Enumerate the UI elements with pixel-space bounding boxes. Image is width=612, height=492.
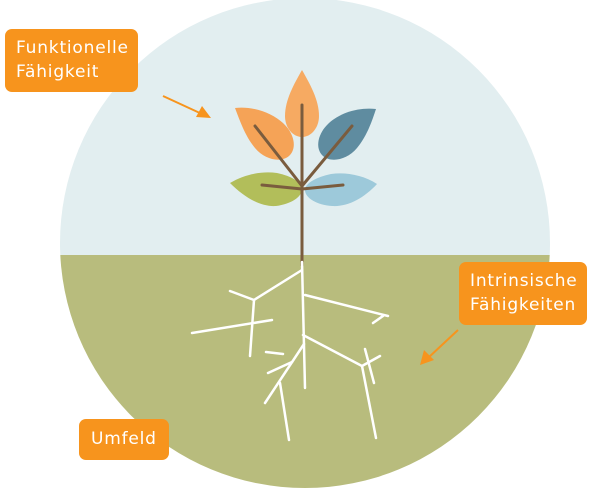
roots xyxy=(190,260,390,442)
leaf-upper-left xyxy=(235,107,294,160)
functional-ability-label-line1: Funktionelle xyxy=(16,38,129,58)
intrinsic-arrow-head xyxy=(420,350,434,365)
functional-arrow-head xyxy=(196,106,211,118)
intrinsic-capacities-label: Intrinsische Fähigkeiten xyxy=(459,262,587,325)
intrinsic-arrow-line xyxy=(427,329,459,359)
leaf-lower-right xyxy=(305,173,377,207)
intrinsic-capacities-label-line2: Fähigkeiten xyxy=(470,295,577,315)
stem xyxy=(253,103,354,267)
intrinsic-capacities-label-line1: Intrinsische xyxy=(470,271,578,291)
leaf-lower-left xyxy=(230,172,302,207)
environment-label: Umfeld xyxy=(79,419,169,460)
functional-ability-label: Funktionelle Fähigkeit xyxy=(5,29,138,92)
functional-arrow-line xyxy=(162,95,203,115)
pointer-arrows xyxy=(162,95,459,365)
functional-ability-label-line2: Fähigkeit xyxy=(16,62,100,82)
environment-label-text: Umfeld xyxy=(91,429,157,449)
